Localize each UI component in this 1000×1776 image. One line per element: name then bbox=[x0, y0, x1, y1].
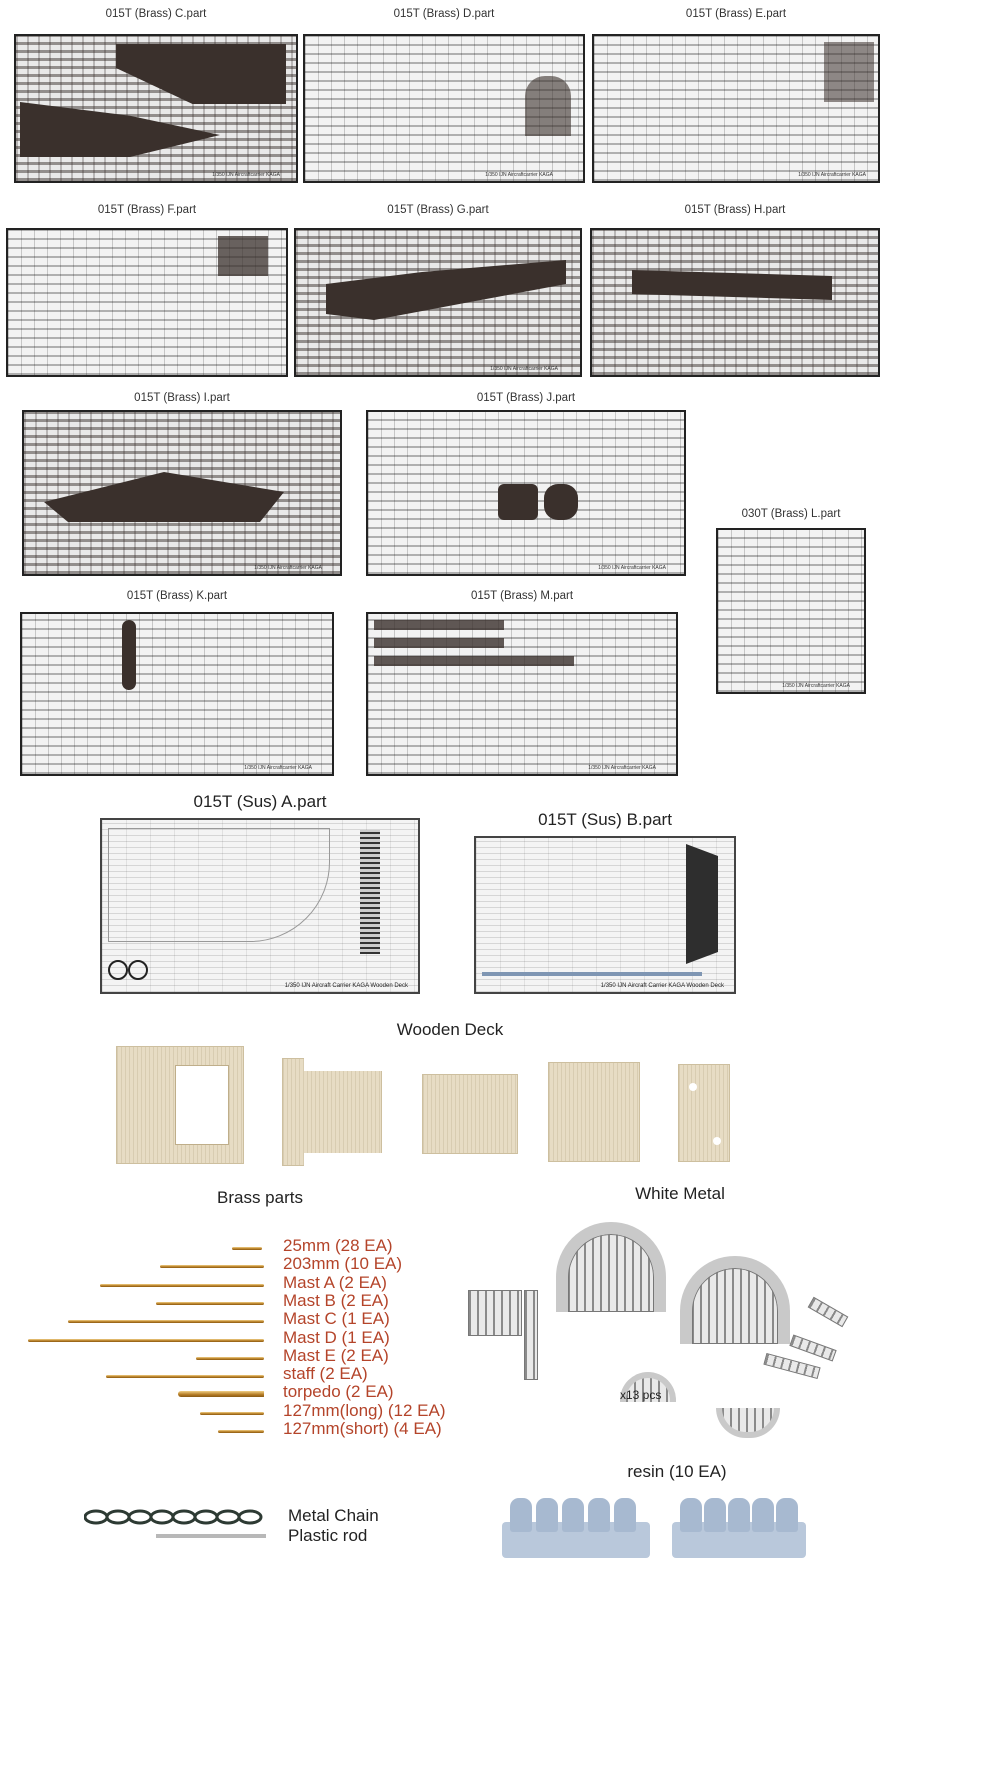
brass-part-label: Mast D (1 EA) bbox=[283, 1327, 390, 1347]
sheet-k-caption: 1/350 IJN Aircraftcarrier KAGA bbox=[244, 765, 312, 771]
sheet-c-caption: 1/350 IJN Aircraftcarrier KAGA bbox=[212, 172, 280, 178]
brass-part-label: Mast A (2 EA) bbox=[283, 1272, 387, 1292]
white-metal-corner-wall-2 bbox=[524, 1290, 538, 1380]
sheet-m-caption: 1/350 IJN Aircraftcarrier KAGA bbox=[588, 765, 656, 771]
sheet-d-title: 015T (Brass) D.part bbox=[393, 8, 495, 20]
white-metal-u-wall-1 bbox=[556, 1222, 666, 1312]
sheet-g-caption: 1/350 IJN Aircraftcarrier KAGA bbox=[490, 366, 558, 372]
brass-part-label: Mast E (2 EA) bbox=[283, 1345, 389, 1365]
sheet-c-title: 015T (Brass) C.part bbox=[105, 8, 207, 20]
white-metal-u-wall-2 bbox=[680, 1256, 790, 1344]
metal-chain-label: Metal Chain bbox=[288, 1506, 379, 1525]
sheet-l-title: 030T (Brass) L.part bbox=[741, 508, 841, 520]
brass-rod-4 bbox=[156, 1301, 264, 1305]
sheet-d: 1/350 IJN Aircraftcarrier KAGA bbox=[303, 34, 585, 183]
brass-rod-3 bbox=[100, 1283, 264, 1287]
sus-sheet-b: 1/350 IJN Aircraft Carrier KAGA Wooden D… bbox=[474, 836, 736, 994]
brass-part-label: torpedo (2 EA) bbox=[283, 1382, 394, 1402]
white-metal-short-piece-3 bbox=[763, 1352, 821, 1380]
brass-part-label: Mast B (2 EA) bbox=[283, 1290, 389, 1310]
sus-sheet-b-caption: 1/350 IJN Aircraft Carrier KAGA Wooden D… bbox=[600, 983, 724, 989]
brass-rod-5 bbox=[68, 1320, 264, 1324]
sheet-m: 1/350 IJN Aircraftcarrier KAGA bbox=[366, 612, 678, 776]
wooden-deck-piece-4 bbox=[548, 1062, 640, 1162]
brass-part-label: 203mm (10 EA) bbox=[283, 1254, 403, 1274]
resin-title: resin (10 EA) bbox=[627, 1462, 727, 1481]
wooden-deck-piece-5 bbox=[678, 1064, 730, 1162]
sheet-f bbox=[6, 228, 288, 377]
white-metal-count: x13 pcs bbox=[620, 1388, 662, 1402]
wooden-deck-piece-2 bbox=[282, 1058, 382, 1166]
metal-chain-image bbox=[84, 1509, 263, 1525]
sheet-h-title: 015T (Brass) H.part bbox=[684, 204, 786, 216]
brass-rod-6 bbox=[28, 1338, 264, 1342]
sheet-h bbox=[590, 228, 880, 377]
sus-sheet-a-title: 015T (Sus) A.part bbox=[193, 792, 327, 811]
sheet-k: 1/350 IJN Aircraftcarrier KAGA bbox=[20, 612, 334, 776]
sheet-e-title: 015T (Brass) E.part bbox=[685, 8, 787, 20]
sheet-e-caption: 1/350 IJN Aircraftcarrier KAGA bbox=[798, 172, 866, 178]
white-metal-arc-2 bbox=[716, 1408, 780, 1438]
white-metal-title: White Metal bbox=[635, 1184, 725, 1203]
brass-rod-8 bbox=[106, 1375, 264, 1379]
brass-part-label: 127mm(short) (4 EA) bbox=[283, 1419, 442, 1438]
brass-part-label: staff (2 EA) bbox=[283, 1364, 368, 1384]
wooden-deck-piece-3 bbox=[422, 1074, 518, 1154]
sus-sheet-b-title: 015T (Sus) B.part bbox=[538, 810, 672, 829]
sheet-j-caption: 1/350 IJN Aircraftcarrier KAGA bbox=[598, 565, 666, 571]
sheet-j-title: 015T (Brass) J.part bbox=[476, 392, 576, 404]
brass-part-label: Mast C (1 EA) bbox=[283, 1309, 390, 1329]
sheet-k-title: 015T (Brass) K.part bbox=[126, 590, 228, 602]
wooden-deck-piece-1 bbox=[116, 1046, 244, 1164]
brass-rod-10 bbox=[200, 1411, 264, 1415]
white-metal-short-piece-2 bbox=[789, 1334, 837, 1362]
sheet-f-title: 015T (Brass) F.part bbox=[97, 204, 197, 216]
brass-rod-11 bbox=[218, 1430, 264, 1433]
sheet-g-title: 015T (Brass) G.part bbox=[387, 204, 489, 216]
sheet-d-caption: 1/350 IJN Aircraftcarrier KAGA bbox=[485, 172, 553, 178]
brass-rod-1 bbox=[232, 1247, 262, 1250]
sheet-l: 1/350 IJN Aircraftcarrier KAGA bbox=[716, 528, 866, 694]
sheet-j: 1/350 IJN Aircraftcarrier KAGA bbox=[366, 410, 686, 576]
brass-part-label: 25mm (28 EA) bbox=[283, 1236, 393, 1255]
brass-rod-7 bbox=[196, 1356, 264, 1360]
sheet-l-caption: 1/350 IJN Aircraftcarrier KAGA bbox=[782, 683, 850, 689]
brass-rod-2 bbox=[160, 1265, 264, 1269]
sheet-c: 1/350 IJN Aircraftcarrier KAGA bbox=[14, 34, 298, 183]
plastic-rod-image bbox=[156, 1534, 266, 1538]
sheet-i-caption: 1/350 IJN Aircraftcarrier KAGA bbox=[254, 565, 322, 571]
brass-rod-9 bbox=[178, 1391, 264, 1398]
sheet-m-title: 015T (Brass) M.part bbox=[470, 590, 574, 602]
brass-part-label: 127mm(long) (12 EA) bbox=[283, 1400, 446, 1420]
plastic-rod-label: Plastic rod bbox=[288, 1526, 368, 1545]
white-metal-short-piece-1 bbox=[807, 1296, 849, 1328]
wooden-deck-title: Wooden Deck bbox=[396, 1020, 504, 1039]
sheet-e: 1/350 IJN Aircraftcarrier KAGA bbox=[592, 34, 880, 183]
sheet-g: 1/350 IJN Aircraftcarrier KAGA bbox=[294, 228, 582, 377]
brass-parts-title: Brass parts bbox=[217, 1188, 303, 1207]
sheet-i: 1/350 IJN Aircraftcarrier KAGA bbox=[22, 410, 342, 576]
sus-sheet-a: 1/350 IJN Aircraft Carrier KAGA Wooden D… bbox=[100, 818, 420, 994]
white-metal-corner-wall-1 bbox=[468, 1290, 522, 1336]
sus-sheet-a-caption: 1/350 IJN Aircraft Carrier KAGA Wooden D… bbox=[284, 983, 408, 989]
sheet-i-title: 015T (Brass) I.part bbox=[134, 392, 230, 404]
